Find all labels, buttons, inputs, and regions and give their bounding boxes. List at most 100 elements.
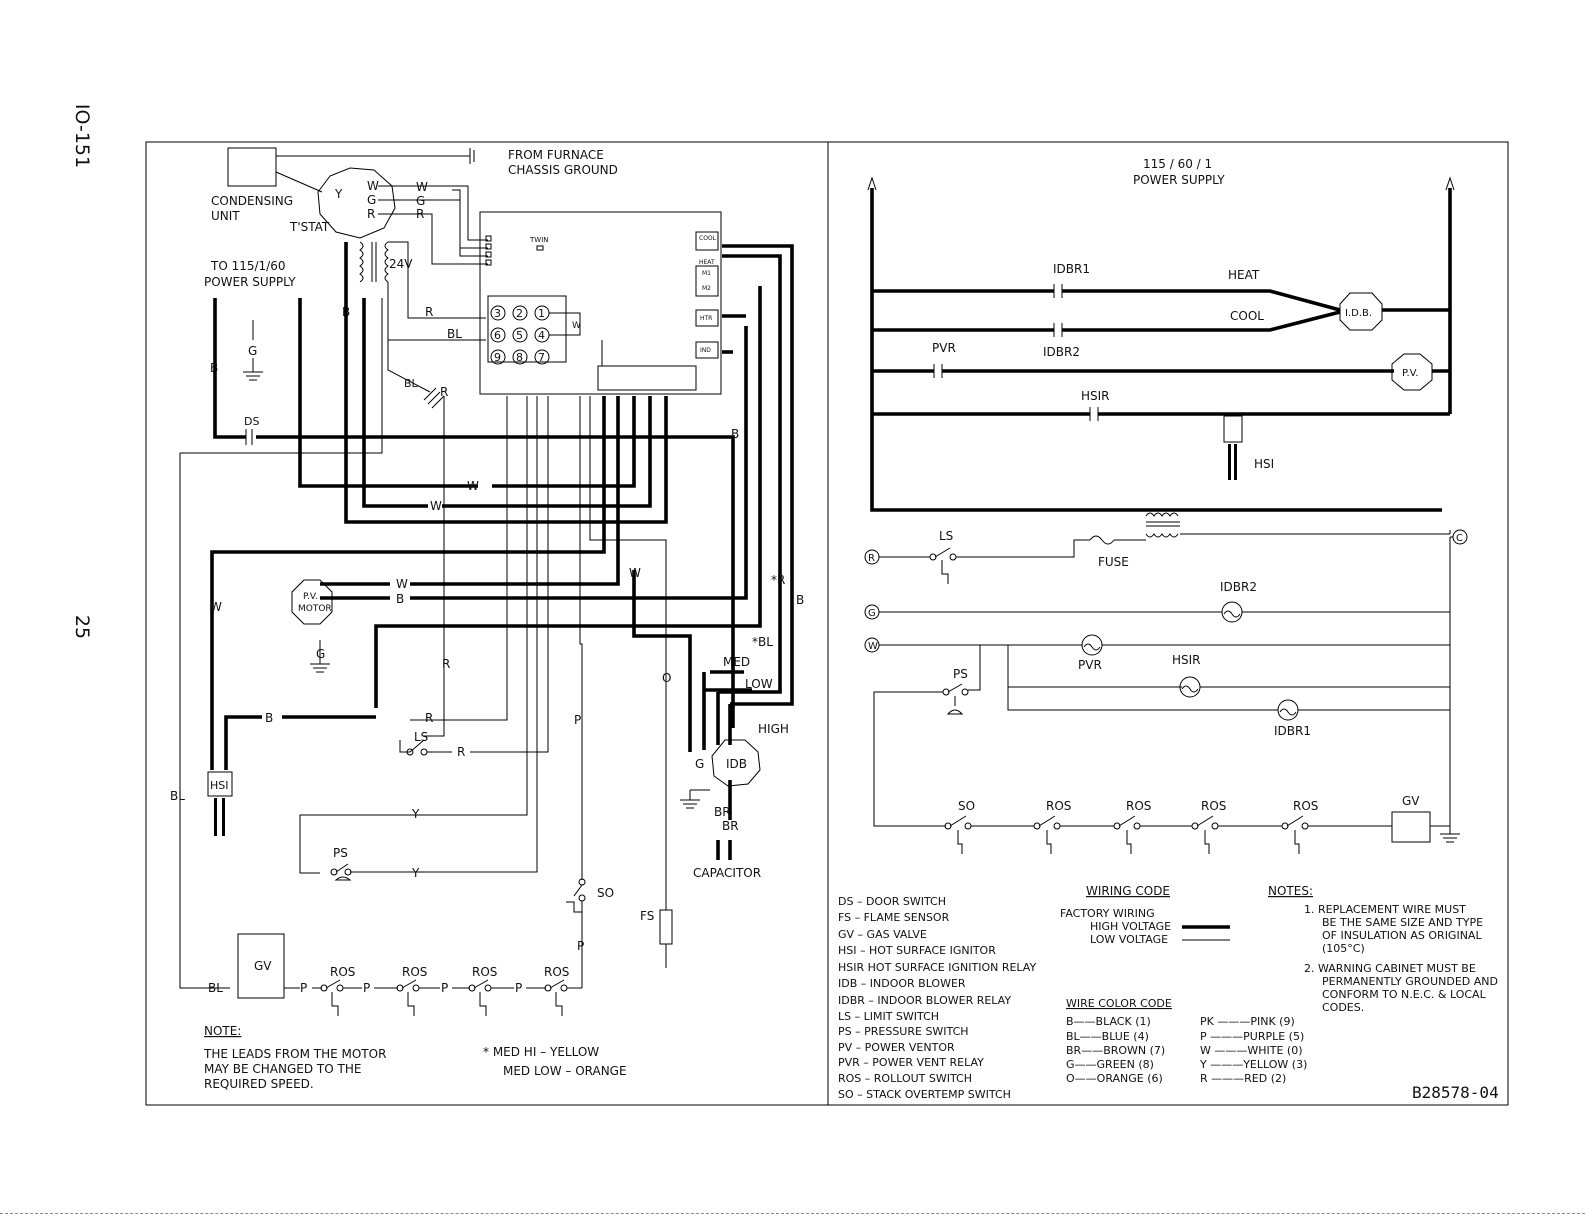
label-left-so: SO: [597, 886, 614, 900]
note-title: NOTE:: [204, 1024, 241, 1038]
label-left-g: G: [248, 344, 257, 358]
transformer: 24V: [359, 241, 413, 283]
legend-notes: NOTES: 1. REPLACEMENT WIRE MUST BE THE S…: [1268, 884, 1498, 1014]
label-left-ros: ROS: [402, 965, 427, 979]
capacitor-label: CAPACITOR: [693, 866, 761, 880]
label-right-hsir: HSIR: [1081, 389, 1110, 403]
chassis-ground-label-2: CHASSIS GROUND: [508, 163, 618, 177]
label-legend-notes-7: CODES.: [1322, 1001, 1364, 1014]
indoor-blower: [711, 739, 761, 787]
label-right-c: C: [1456, 533, 1463, 544]
label-legend-colors_right-2: W ———WHITE (0): [1200, 1044, 1303, 1057]
label-left-pins-8: 7: [538, 351, 545, 364]
label-right-idbr2: IDBR2: [1043, 345, 1080, 359]
label-left-pins-0: 3: [494, 307, 501, 320]
label-left-y: Y: [411, 866, 420, 880]
label-left-br: BR: [722, 819, 739, 833]
label-legend-items-11: ROS – ROLLOUT SWITCH: [838, 1072, 972, 1085]
label-right-idbr1: IDBR1: [1274, 724, 1311, 738]
label-legend-wiring_code: WIRING CODE: [1086, 884, 1170, 898]
label-left-w: W: [467, 479, 479, 493]
label-legend-items-5: IDB – INDOOR BLOWER: [838, 977, 966, 990]
label-left-med: MED: [723, 655, 750, 669]
twin-label: TWIN: [529, 236, 549, 244]
label-left-star_bl: *BL: [752, 635, 773, 649]
label-left-p: P: [300, 981, 307, 995]
label-left-board_terms-5: IND: [700, 347, 711, 354]
label-legend-notes-3: (105°C): [1322, 942, 1365, 955]
unit-label: UNIT: [211, 209, 240, 223]
condensing-unit-box: [227, 147, 277, 187]
label-right-gv: GV: [1402, 794, 1420, 808]
label-left-pins-4: 5: [516, 329, 523, 342]
label-left-r: R: [425, 305, 433, 319]
idb-motor-symbol: [1339, 292, 1383, 331]
label-left-r: R: [416, 207, 424, 221]
label-left-board_terms-4: HTR: [700, 315, 712, 322]
pv-motor: [291, 579, 333, 625]
legend-wiring-code: WIRING CODE FACTORY WIRING HIGH VOLTAGE …: [1060, 884, 1307, 1085]
label-left-board_terms-0: COOL: [699, 235, 717, 242]
label-left-fs: FS: [640, 909, 654, 923]
label-left-bl: BL: [208, 981, 223, 995]
legend-abbreviations: DS – DOOR SWITCH FS – FLAME SENSOR GV – …: [838, 895, 1036, 1101]
label-right-ros: ROS: [1201, 799, 1226, 813]
label-left-v24: 24V: [389, 257, 413, 271]
diagram-frame: [145, 141, 1509, 1106]
label-right-hsir: HSIR: [1172, 653, 1201, 667]
tstat-label: T'STAT: [289, 220, 330, 234]
label-left-pv_motor_2: MOTOR: [298, 604, 332, 614]
label-right-so: SO: [958, 799, 975, 813]
label-legend-items-6: IDBR – INDOOR BLOWER RELAY: [838, 994, 1011, 1007]
label-legend-items-9: PV – POWER VENTOR: [838, 1041, 955, 1054]
label-right-cool: COOL: [1230, 309, 1264, 323]
pv-symbol: [1391, 353, 1433, 391]
label-legend-items-7: LS – LIMIT SWITCH: [838, 1010, 939, 1023]
ladder-diagram: 115 / 60 / 1 POWER SUPPLY IDBR1 IDBR2 HE…: [864, 157, 1468, 854]
note-line-3: REQUIRED SPEED.: [204, 1077, 314, 1091]
drawing-number: B28578-04: [1412, 1083, 1499, 1102]
label-right-g: G: [868, 608, 876, 619]
label-right-fuse: FUSE: [1098, 555, 1129, 569]
connection-diagram: FROM FURNACE CHASSIS GROUND CONDENSING U…: [170, 147, 804, 1091]
label-left-pins-1: 2: [516, 307, 523, 320]
med-hi-note: * MED HI – YELLOW: [483, 1045, 599, 1059]
label-left-p: P: [441, 981, 448, 995]
label-left-ds: DS: [244, 415, 259, 428]
label-left-pins-2: 1: [538, 307, 545, 320]
label-left-p: P: [363, 981, 370, 995]
label-left-b: B: [796, 593, 804, 607]
med-low-note: MED LOW – ORANGE: [503, 1064, 627, 1078]
label-legend-colors_left-2: BR——BROWN (7): [1066, 1044, 1165, 1057]
label-left-pv_motor_1: P.V.: [303, 592, 318, 602]
chassis-ground-label-1: FROM FURNACE: [508, 148, 604, 162]
label-left-w: W: [396, 577, 408, 591]
label-right-pv: P.V.: [1402, 368, 1418, 379]
condensing-label: CONDENSING: [211, 194, 293, 208]
label-left-pins-7: 8: [516, 351, 523, 364]
label-legend-factory_wiring: FACTORY WIRING: [1060, 907, 1155, 920]
label-right-ros: ROS: [1046, 799, 1071, 813]
label-left-b: B: [396, 592, 404, 606]
label-legend-items-2: GV – GAS VALVE: [838, 928, 927, 941]
label-legend-notes-4: 2. WARNING CABINET MUST BE: [1304, 962, 1476, 975]
label-legend-items-0: DS – DOOR SWITCH: [838, 895, 946, 908]
label-right-ps: PS: [953, 667, 968, 681]
label-left-r: R: [457, 745, 465, 759]
note-line-1: THE LEADS FROM THE MOTOR: [203, 1047, 386, 1061]
flame-sensor: [659, 909, 673, 945]
label-left-br: BR: [714, 805, 731, 819]
gas-valve: [237, 933, 285, 999]
label-left-b: B: [265, 711, 273, 725]
supply-label-2: POWER SUPPLY: [204, 275, 296, 289]
label-legend-colors_left-4: O——ORANGE (6): [1066, 1072, 1163, 1085]
label-left-high: HIGH: [758, 722, 789, 736]
label-legend-colors_right-4: R ———RED (2): [1200, 1072, 1286, 1085]
label-legend-items-10: PVR – POWER VENT RELAY: [838, 1056, 984, 1069]
label-legend-notes_title: NOTES:: [1268, 884, 1313, 898]
label-left-bl: BL: [170, 789, 185, 803]
tstat-r: R: [367, 207, 375, 221]
gas-valve-symbol: [1391, 811, 1431, 843]
supply-label: POWER SUPPLY: [1133, 173, 1225, 187]
